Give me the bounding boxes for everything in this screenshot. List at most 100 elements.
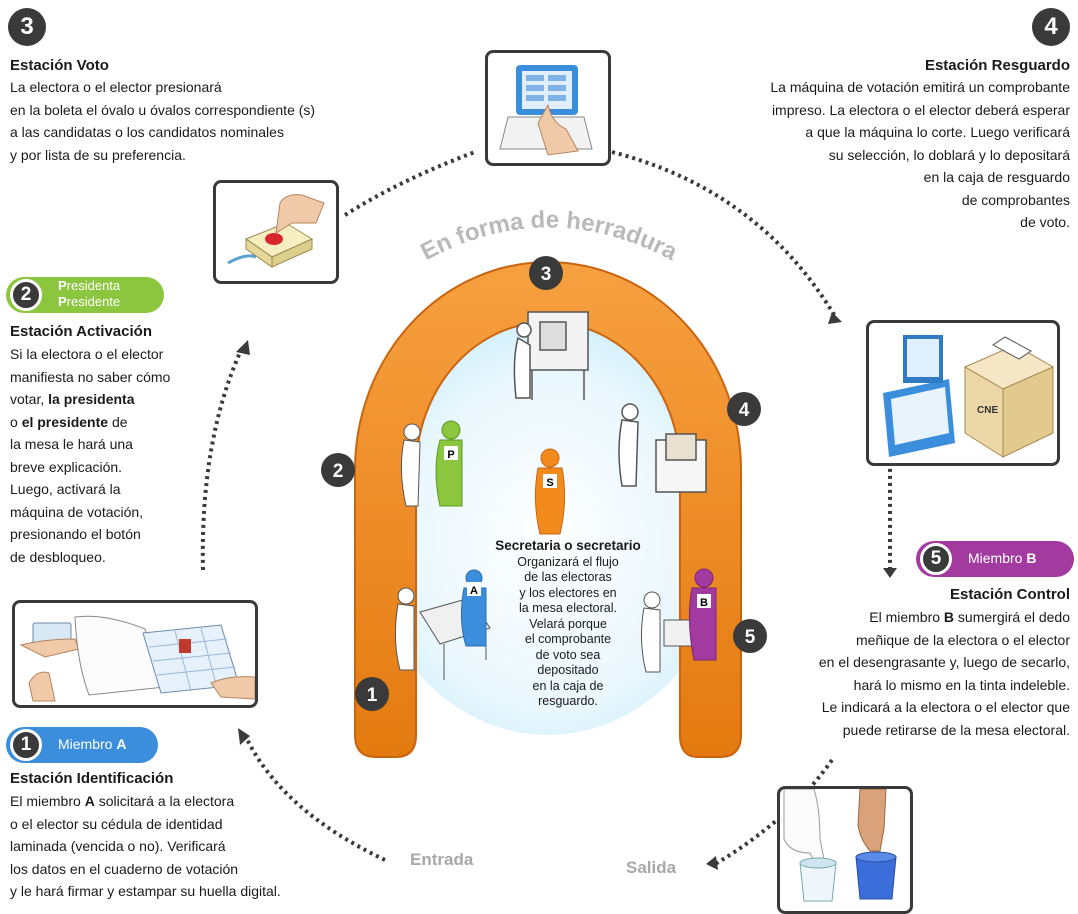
salida-label: Salida	[626, 858, 677, 877]
badge-word: Miembro	[968, 550, 1023, 566]
step-2-number: 2	[10, 279, 42, 311]
secretario-line: en la caja de	[532, 678, 604, 693]
station4-line: a que la máquina lo corte. Luego verific…	[805, 124, 1070, 140]
miembro-b-badge: 5 Miembro B	[916, 541, 1074, 577]
station4-line: de voto.	[1020, 214, 1070, 230]
svg-text:P: P	[447, 449, 454, 461]
station2-line: presionando el botón	[10, 526, 141, 542]
secretary-figure: S	[534, 448, 566, 535]
badge-word: Miembro	[58, 736, 113, 752]
station1-line: laminada (vencida o no). Verificará	[10, 838, 226, 854]
svg-text:2: 2	[333, 461, 344, 482]
secretario-description: Secretaria o secretario Organizará el fl…	[478, 538, 658, 710]
station5-line: puede retirarse de la mesa electoral.	[842, 721, 1070, 738]
station2-line: Si la electora o el elector	[10, 346, 164, 362]
badge-letter: A	[116, 736, 127, 752]
badge-initial: P	[58, 294, 67, 309]
secretario-line: el comprobante	[524, 632, 612, 646]
station2-line: breve explicación.	[10, 458, 123, 475]
station2-line: manifiesta no saber cómo	[10, 368, 171, 385]
secretario-line: Velará porque	[529, 616, 607, 631]
secretario-line: resguardo.	[538, 694, 598, 708]
svg-text:3: 3	[541, 264, 552, 285]
arrow-1-to-2	[200, 347, 244, 571]
ink-cups-illustration	[777, 786, 913, 914]
badge-initial: P	[58, 278, 67, 293]
badge-letter: B	[1026, 550, 1037, 566]
activation-button-illustration	[213, 180, 339, 284]
station5-line: Le indicará a la electora o el elector q…	[821, 699, 1070, 715]
station4-title: Estación Resguardo	[924, 57, 1070, 74]
ballot-box-figure	[618, 403, 707, 493]
station5-line: en el desengrasante y, luego de secarlo,	[818, 654, 1070, 670]
station2-description: Si la electora o el elector manifiesta n…	[10, 343, 210, 568]
station5-description: El miembro B sumergirá el dedo meñique d…	[700, 606, 1070, 741]
station2-line: o el presidente de	[10, 413, 128, 430]
station5-line: meñique de la electora o el elector	[855, 631, 1070, 648]
svg-text:CNE: CNE	[977, 405, 998, 416]
station1-line: El miembro A solicitará a la electora	[10, 793, 235, 809]
entrada-label: Entrada	[410, 850, 474, 869]
station4-description: La máquina de votación emitirá un compro…	[680, 76, 1070, 234]
station5-title: Estación Control	[949, 586, 1070, 603]
station1-title: Estación Identificación	[10, 770, 174, 787]
station1-line: y le hará firmar y estampar su huella di…	[10, 883, 281, 899]
svg-text:5: 5	[745, 627, 756, 648]
step-3-number: 3	[8, 8, 46, 46]
step-5-number: 5	[920, 543, 952, 575]
secretario-line: la mesa electoral.	[519, 601, 617, 615]
secretario-line: Organizará el flujo	[517, 554, 619, 569]
station4-line: su selección, lo doblará y lo depositará	[828, 146, 1070, 163]
svg-text:S: S	[546, 477, 553, 489]
station3-line: en la boleta el óvalo u óvalos correspon…	[10, 101, 316, 118]
station4-line: La máquina de votación emitirá un compro…	[770, 79, 1070, 95]
station2-line: Luego, activará la	[10, 481, 121, 497]
identification-illustration	[12, 600, 258, 708]
station1-description: El miembro A solicitará a la electora o …	[10, 790, 330, 903]
svg-text:A: A	[470, 585, 478, 597]
svg-text:1: 1	[367, 685, 378, 706]
miembro-a-badge: 1 Miembro A	[6, 727, 158, 763]
secretario-line: de voto sea	[535, 647, 601, 662]
station2-line: máquina de votación,	[10, 503, 144, 520]
secretario-title: Secretaria o secretario	[495, 538, 641, 553]
station2-title: Estación Activación	[10, 323, 152, 340]
station1-line: o el elector su cédula de identidad	[10, 815, 223, 832]
secretario-line: de las electoras	[524, 570, 612, 584]
step-4-number: 4	[1032, 8, 1070, 46]
station2-line: la mesa le hará una	[10, 436, 133, 452]
voting-booth-figure	[513, 311, 589, 400]
badge-word: residente	[66, 294, 121, 309]
badge-word: residenta	[66, 278, 121, 293]
presidente-badge: 2 Presidenta Presidente	[6, 277, 164, 313]
horseshoe-markers: 1 2 3 4 5	[321, 256, 767, 711]
member-a-figure: A	[394, 569, 491, 680]
station2-line: votar, la presidenta	[10, 391, 135, 407]
receipt-printer-illustration: CNE	[866, 320, 1060, 466]
station3-line: a las candidatas o los candidatos nomina…	[10, 124, 284, 140]
svg-text:4: 4	[739, 400, 750, 421]
station4-line: impreso. La electora o el elector deberá…	[771, 101, 1070, 118]
station2-line: de desbloqueo.	[10, 548, 106, 565]
station3-line: La electora o el elector presionará	[10, 79, 222, 95]
secretario-line: y los electores en	[519, 585, 617, 600]
station4-line: en la caja de resguardo	[923, 169, 1070, 185]
flow-arrows	[200, 150, 892, 868]
station3-title: Estación Voto	[10, 57, 109, 74]
presidente-badge-text: Presidenta Presidente	[58, 278, 120, 310]
arrow-2-to-3	[343, 150, 476, 217]
station3-description: La electora o el elector presionará en l…	[10, 76, 370, 166]
station5-line: hará lo mismo en la tinta indeleble.	[853, 676, 1070, 693]
secretario-line: depositado	[537, 663, 599, 677]
svg-text:B: B	[700, 597, 708, 609]
station4-line: de comprobantes	[961, 191, 1070, 208]
station1-line: los datos en el cuaderno de votación	[10, 860, 239, 877]
member-b-figure: B	[640, 568, 717, 673]
step-1-number: 1	[10, 729, 42, 761]
station3-line: y por lista de su preferencia.	[10, 146, 186, 163]
station5-line: El miembro B sumergirá el dedo	[869, 609, 1070, 625]
arrow-5-to-salida	[710, 758, 834, 868]
president-figure: P	[400, 420, 463, 507]
voting-machine-illustration	[485, 50, 611, 166]
